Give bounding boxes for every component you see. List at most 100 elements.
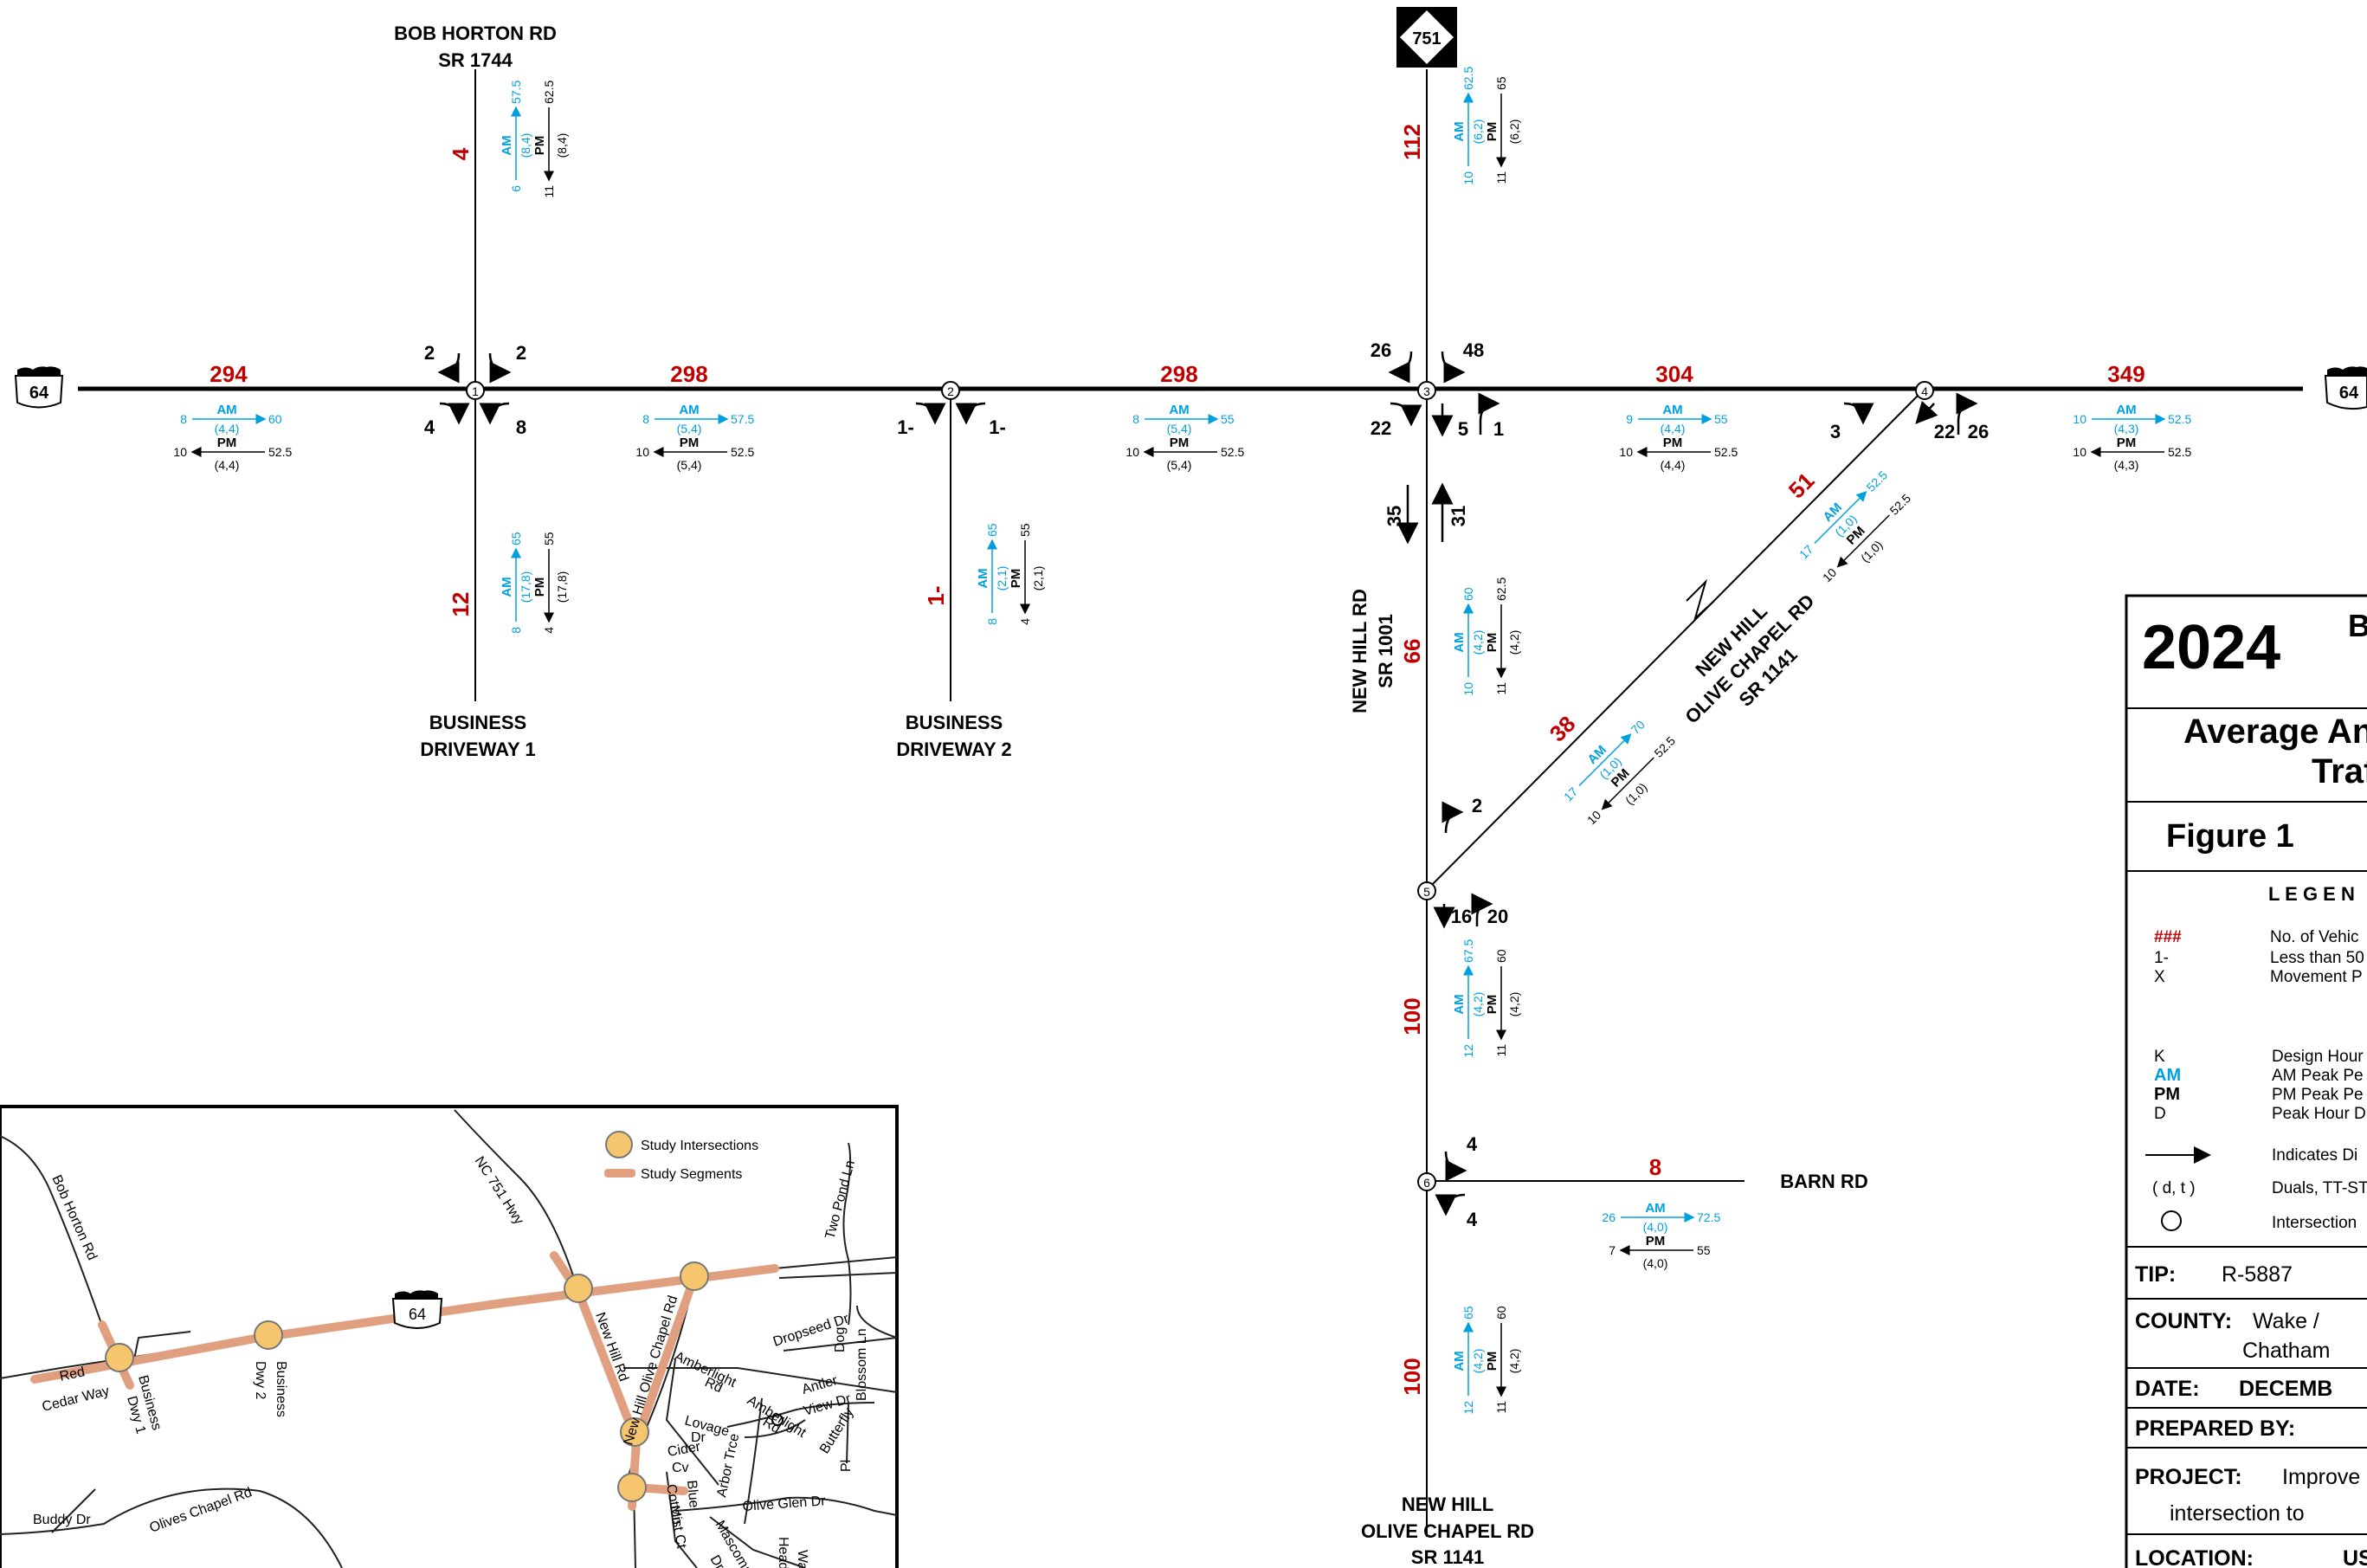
svg-text:(5,4): (5,4) xyxy=(1167,422,1192,436)
volume-us64-e: 349 xyxy=(2107,361,2144,387)
svg-text:Study Intersections: Study Intersections xyxy=(641,1139,758,1153)
svg-text:(4,4): (4,4) xyxy=(1661,422,1686,436)
svg-text:Business: Business xyxy=(274,1361,288,1417)
svg-text:NEW HILL: NEW HILL xyxy=(1402,1494,1493,1515)
svg-text:PM: PM xyxy=(532,578,547,597)
svg-text:10: 10 xyxy=(2073,412,2086,426)
svg-text:8: 8 xyxy=(985,618,999,625)
svg-text:55: 55 xyxy=(1221,412,1235,426)
intersection-6[interactable]: 6 xyxy=(1417,1172,1436,1191)
svg-text:2: 2 xyxy=(947,384,954,398)
svg-text:11: 11 xyxy=(542,185,556,198)
svg-text:2: 2 xyxy=(424,342,435,364)
intersection-2[interactable]: 2 xyxy=(941,381,960,400)
svg-text:Pl: Pl xyxy=(839,1460,854,1472)
svg-text:(5,4): (5,4) xyxy=(1167,458,1192,472)
svg-text:SR 1001: SR 1001 xyxy=(1375,614,1396,688)
svg-text:20: 20 xyxy=(1487,906,1508,927)
svg-text:(4,2): (4,2) xyxy=(1471,1349,1485,1374)
svg-text:55: 55 xyxy=(1714,412,1728,426)
svg-text:AM: AM xyxy=(1452,632,1467,652)
svg-text:55: 55 xyxy=(542,532,556,545)
svg-text:PM: PM xyxy=(2154,1085,2180,1104)
svg-text:(6,2): (6,2) xyxy=(1471,119,1485,145)
svg-text:1-: 1- xyxy=(989,416,1006,438)
us64-shield-east: 64 xyxy=(2324,366,2367,410)
svg-text:52.5: 52.5 xyxy=(1887,491,1913,518)
svg-text:( d, t ): ( d, t ) xyxy=(2152,1179,2196,1197)
figure-number: Figure 1 xyxy=(2166,818,2294,855)
svg-text:AM Peak Pe: AM Peak Pe xyxy=(2272,1067,2364,1085)
svg-text:DATE:: DATE: xyxy=(2135,1377,2200,1401)
svg-text:(6,2): (6,2) xyxy=(1507,119,1521,145)
svg-text:57.5: 57.5 xyxy=(731,412,754,426)
svg-text:35: 35 xyxy=(1383,506,1405,526)
svg-text:62.5: 62.5 xyxy=(1461,67,1475,90)
svg-text:PM: PM xyxy=(2117,436,2137,450)
svg-text:PM: PM xyxy=(1485,995,1500,1015)
svg-text:Chatham: Chatham xyxy=(2242,1339,2330,1363)
svg-text:4: 4 xyxy=(542,627,556,634)
svg-text:10: 10 xyxy=(1619,445,1633,459)
svg-text:7: 7 xyxy=(1609,1243,1616,1257)
svg-text:10: 10 xyxy=(1125,445,1139,459)
inset-us64-shield: 64 xyxy=(391,1290,443,1329)
svg-text:55: 55 xyxy=(1018,523,1032,537)
svg-text:1: 1 xyxy=(1493,418,1504,440)
road-label-driveway2: BUSINESS DRIVEWAY 2 xyxy=(896,712,1011,760)
svg-text:PM: PM xyxy=(217,436,237,450)
svg-text:Movement P: Movement P xyxy=(2270,968,2363,986)
svg-text:(2,1): (2,1) xyxy=(995,566,1009,591)
svg-text:Less than 50: Less than 50 xyxy=(2270,949,2364,967)
svg-text:67.5: 67.5 xyxy=(1461,939,1475,963)
svg-text:BUSINESS: BUSINESS xyxy=(906,712,1003,733)
svg-text:48: 48 xyxy=(1463,339,1484,361)
svg-text:Cider: Cider xyxy=(667,1439,702,1459)
svg-text:R-5887: R-5887 xyxy=(2222,1262,2293,1287)
svg-text:AM: AM xyxy=(500,577,514,597)
intersection-3[interactable]: 3 xyxy=(1417,381,1436,400)
svg-text:(5,4): (5,4) xyxy=(677,458,702,472)
svg-text:Duals, TT-ST: Duals, TT-ST xyxy=(2272,1179,2367,1197)
title-year: 2024 xyxy=(2142,613,2280,682)
svg-text:3: 3 xyxy=(1423,384,1430,398)
intersection-5[interactable]: 5 xyxy=(1417,881,1436,900)
svg-text:22: 22 xyxy=(1371,417,1391,439)
svg-text:6: 6 xyxy=(1423,1176,1430,1190)
svg-text:Cv: Cv xyxy=(672,1461,689,1475)
svg-text:DECEMB: DECEMB xyxy=(2239,1377,2332,1401)
turn-volumes: 2 2 4 8 1- 1- 26 48 22 5 1 35 31 3 22 26… xyxy=(424,339,1989,1230)
svg-text:Buddy Dr: Buddy Dr xyxy=(33,1513,91,1527)
intersection-4[interactable]: 4 xyxy=(1915,381,1934,400)
svg-text:###: ### xyxy=(2154,928,2182,946)
intersection-1[interactable]: 1 xyxy=(466,381,485,400)
svg-text:AM: AM xyxy=(500,135,514,155)
svg-text:PM: PM xyxy=(1170,436,1190,450)
svg-text:Wake /: Wake / xyxy=(2253,1309,2319,1333)
road-label-new-hill-olive-bottom: NEW HILL OLIVE CHAPEL RD SR 1141 xyxy=(1361,1494,1534,1568)
svg-text:8: 8 xyxy=(509,627,523,634)
svg-text:(4,2): (4,2) xyxy=(1507,1349,1521,1374)
svg-text:Indicates Di: Indicates Di xyxy=(2272,1146,2357,1165)
volume-us64-2-3: 298 xyxy=(1160,361,1197,387)
svg-text:Way: Way xyxy=(795,1550,809,1568)
svg-text:1-: 1- xyxy=(2154,949,2169,967)
svg-text:Dog: Dog xyxy=(833,1327,848,1352)
svg-text:OLIVE CHAPEL RD: OLIVE CHAPEL RD xyxy=(1361,1520,1534,1542)
volume-bob-horton: 4 xyxy=(448,147,474,160)
svg-text:(4,4): (4,4) xyxy=(1661,458,1686,472)
svg-text:52.5: 52.5 xyxy=(1714,445,1738,459)
svg-text:LOCATION:: LOCATION: xyxy=(2135,1546,2254,1568)
svg-text:US: US xyxy=(2343,1546,2367,1568)
svg-text:PM: PM xyxy=(1485,122,1500,142)
svg-text:AM: AM xyxy=(2116,403,2136,417)
svg-text:60: 60 xyxy=(1494,949,1508,963)
svg-text:4: 4 xyxy=(1018,618,1032,625)
svg-text:8: 8 xyxy=(1132,412,1139,426)
svg-text:AM: AM xyxy=(1662,403,1682,417)
title-line-1: Average An xyxy=(2183,713,2367,751)
